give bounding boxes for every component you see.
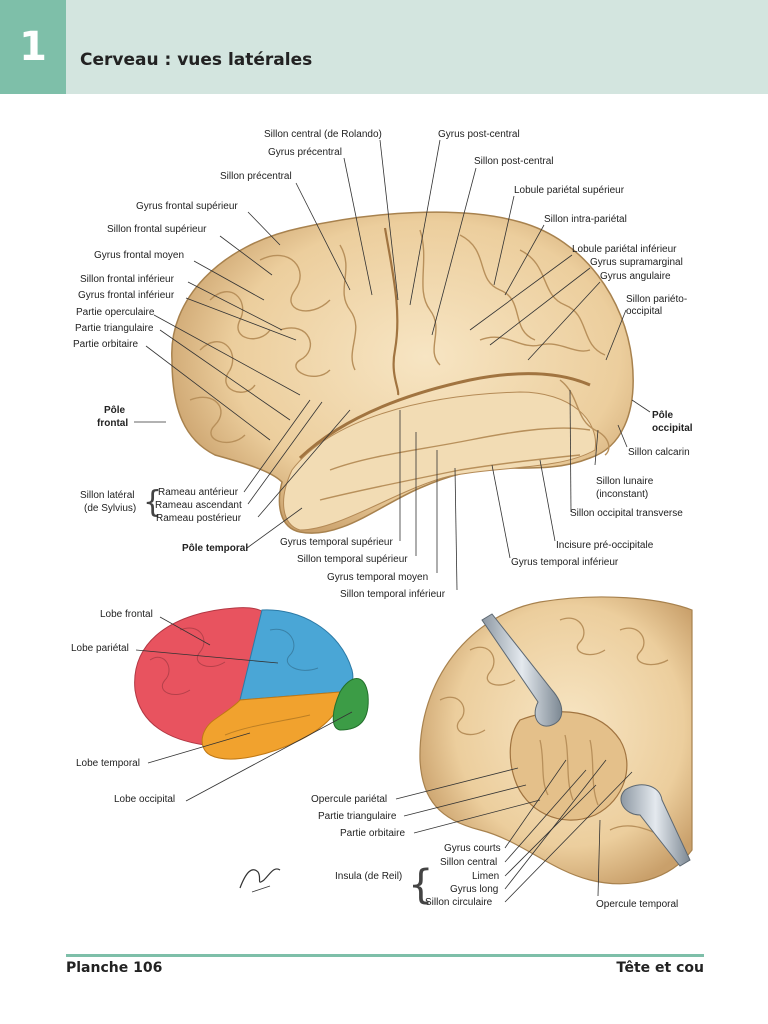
label-pole-occipital-1: Pôle [652, 410, 674, 421]
label-rameau-ascendant: Rameau ascendant [155, 500, 242, 511]
label-gyrus-post-central: Gyrus post-central [438, 129, 520, 140]
footer-plate: Planche 106 [66, 960, 163, 976]
main-leader-lines [134, 139, 651, 591]
label-partie-triangulaire: Partie triangulaire [75, 323, 154, 334]
label-sillon-temporal-inf: Sillon temporal inférieur [340, 589, 446, 600]
label-sillon-central-insula: Sillon central [440, 857, 497, 868]
label-sillon-temporal-sup: Sillon temporal supérieur [297, 554, 408, 565]
label-gyrus-precentral: Gyrus précentral [268, 147, 342, 158]
lobes-leader-lines [135, 616, 353, 802]
label-incisure-pre-occ: Incisure pré-occipitale [556, 540, 654, 551]
lobes-labels: Lobe frontal Lobe pariétal Lobe temporal… [71, 609, 175, 805]
label-gyrus-frontal-sup: Gyrus frontal supérieur [136, 201, 238, 212]
label-gyrus-frontal-inf: Gyrus frontal inférieur [78, 290, 175, 301]
label-sillon-lateral-2: (de Sylvius) [84, 503, 136, 514]
label-insula: Insula (de Reil) [335, 871, 402, 882]
label-gyrus-temporal-sup: Gyrus temporal supérieur [280, 537, 393, 548]
label-lobe-frontal: Lobe frontal [100, 609, 153, 620]
label-sillon-post-central: Sillon post-central [474, 156, 553, 167]
label-lobe-temporal: Lobe temporal [76, 758, 140, 769]
label-opercule-temporal: Opercule temporal [596, 899, 678, 910]
label-partie-operculaire: Partie operculaire [76, 307, 155, 318]
footer-section: Tête et cou [616, 960, 704, 976]
main-brain-illustration [171, 211, 634, 534]
label-lobule-parietal-sup: Lobule pariétal supérieur [514, 185, 625, 196]
label-gyrus-angulaire: Gyrus angulaire [600, 271, 671, 282]
label-sillon-frontal-sup: Sillon frontal supérieur [107, 224, 207, 235]
label-sillon-lateral-1: Sillon latéral [80, 490, 134, 501]
label-lobe-parietal: Lobe pariétal [71, 643, 129, 654]
header-bar [0, 0, 768, 94]
label-gyrus-courts: Gyrus courts [444, 843, 501, 854]
netter-signature [239, 868, 281, 893]
label-sillon-precentral: Sillon précentral [220, 171, 292, 182]
label-pole-temporal: Pôle temporal [182, 543, 248, 554]
label-partie-orbitaire-insula: Partie orbitaire [340, 828, 405, 839]
label-partie-triangulaire-insula: Partie triangulaire [318, 811, 397, 822]
lobes-illustration [134, 607, 369, 760]
insula-labels: Opercule pariétal Partie triangulaire Pa… [311, 794, 678, 910]
label-sillon-calcarin: Sillon calcarin [628, 447, 690, 458]
label-pole-frontal-1: Pôle [104, 405, 126, 416]
page-title: Cerveau : vues latérales [80, 50, 313, 70]
footer-rule [66, 954, 704, 957]
label-rameau-anterieur: Rameau antérieur [158, 487, 239, 498]
label-gyrus-supramarginal: Gyrus supramarginal [590, 257, 683, 268]
label-gyrus-frontal-moyen: Gyrus frontal moyen [94, 250, 184, 261]
label-sillon-intra-parietal: Sillon intra-pariétal [544, 214, 627, 225]
label-sillon-circulaire: Sillon circulaire [425, 897, 493, 908]
insula-brace: { [408, 862, 433, 908]
label-sillon-occ-transverse: Sillon occipital transverse [570, 508, 683, 519]
label-pole-frontal-2: frontal [97, 418, 128, 429]
main-labels: Sillon central (de Rolando) Gyrus post-c… [73, 129, 693, 600]
label-lobule-parietal-inf: Lobule pariétal inférieur [572, 244, 677, 255]
label-sillon-parieto-occ-2: occipital [626, 306, 662, 317]
label-sillon-parieto-occ-1: Sillon pariéto- [626, 294, 687, 305]
label-sillon-central: Sillon central (de Rolando) [264, 129, 382, 140]
insula-illustration [419, 596, 693, 885]
label-pole-occipital-2: occipital [652, 423, 693, 434]
sylvius-brace: { [143, 485, 162, 520]
label-gyrus-long: Gyrus long [450, 884, 498, 895]
label-opercule-parietal: Opercule pariétal [311, 794, 387, 805]
label-limen: Limen [472, 871, 499, 882]
label-partie-orbitaire: Partie orbitaire [73, 339, 138, 350]
label-sillon-lunaire-2: (inconstant) [596, 489, 648, 500]
label-sillon-lunaire-1: Sillon lunaire [596, 476, 654, 487]
plate-number: 1 [0, 0, 66, 94]
label-rameau-posterieur: Rameau postérieur [156, 513, 242, 524]
label-lobe-occipital: Lobe occipital [114, 794, 175, 805]
label-gyrus-temporal-inf: Gyrus temporal inférieur [511, 557, 619, 568]
label-sillon-frontal-inf: Sillon frontal inférieur [80, 274, 175, 285]
label-gyrus-temporal-moyen: Gyrus temporal moyen [327, 572, 428, 583]
insula-leader-lines [395, 759, 633, 903]
